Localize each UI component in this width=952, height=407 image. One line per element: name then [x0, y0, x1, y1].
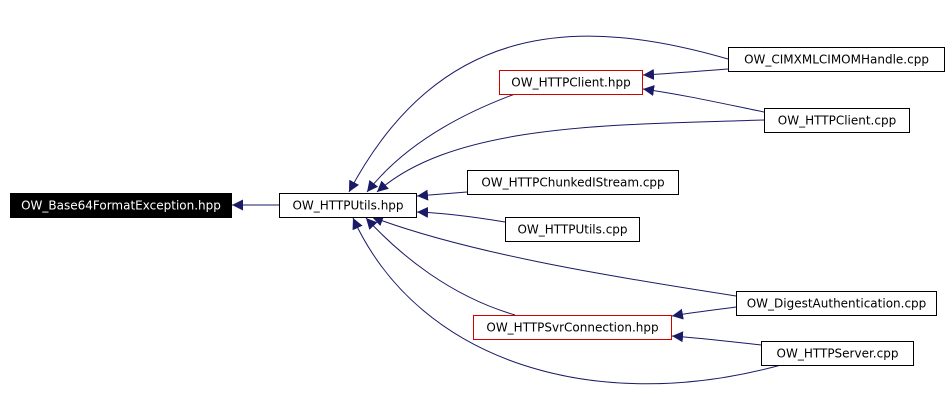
node-httputils-hpp[interactable]: OW_HTTPUtils.hpp [279, 193, 417, 218]
edge-chunked-to-httputils_hpp [416, 189, 468, 201]
node-label: OW_DigestAuthentication.cpp [747, 297, 927, 311]
edges-layer [232, 35, 782, 385]
node-httpclient-hpp[interactable]: OW_HTTPClient.hpp [499, 70, 643, 95]
node-digest[interactable]: OW_DigestAuthentication.cpp [736, 291, 937, 316]
node-httpserver[interactable]: OW_HTTPServer.cpp [761, 341, 914, 366]
edge-httpclient_cpp-to-httputils_hpp [376, 119, 765, 193]
node-box [467, 170, 679, 195]
node-label: OW_HTTPUtils.hpp [292, 199, 403, 213]
edge-httpclient_hpp-to-httputils_hpp [366, 93, 516, 193]
node-base64[interactable]: OW_Base64FormatException.hpp [10, 193, 232, 218]
node-label: OW_CIMXMLCIMOMHandle.cpp [744, 53, 929, 67]
edge-cimxml-to-httpclient_hpp [642, 68, 729, 80]
node-label: OW_Base64FormatException.hpp [21, 199, 221, 213]
node-label: OW_HTTPChunkedIStream.cpp [481, 176, 664, 190]
node-cimxml[interactable]: OW_CIMXMLCIMOMHandle.cpp [728, 47, 945, 72]
node-svrconn[interactable]: OW_HTTPSvrConnection.hpp [473, 315, 672, 340]
node-box [761, 341, 914, 366]
node-box [10, 193, 232, 218]
edge-cimxml-to-httputils_hpp [348, 35, 729, 193]
node-box [728, 47, 945, 72]
node-box [736, 291, 937, 316]
edge-digest-to-svrconn [671, 306, 737, 320]
edge-httpclient_cpp-to-httpclient_hpp [642, 85, 765, 113]
node-box [505, 217, 640, 242]
node-box [279, 193, 417, 218]
node-label: OW_HTTPServer.cpp [777, 347, 899, 361]
node-box [499, 70, 643, 95]
node-box [473, 315, 672, 340]
edge-httputils_cpp-to-httputils_hpp [416, 206, 506, 223]
node-httpclient-cpp[interactable]: OW_HTTPClient.cpp [764, 108, 910, 133]
node-label: OW_HTTPClient.hpp [511, 76, 630, 90]
edge-digest-to-httputils_hpp [371, 215, 737, 297]
node-label: OW_HTTPUtils.cpp [517, 223, 627, 237]
node-label: OW_HTTPClient.cpp [778, 114, 896, 128]
edge-httpserver-to-httputils_hpp [352, 217, 782, 385]
node-box [764, 108, 910, 133]
node-chunked[interactable]: OW_HTTPChunkedIStream.cpp [467, 170, 679, 195]
edge-httpserver-to-svrconn [671, 331, 762, 346]
node-label: OW_HTTPSvrConnection.hpp [486, 321, 658, 335]
node-httputils-cpp[interactable]: OW_HTTPUtils.cpp [505, 217, 640, 242]
edge-svrconn-to-httputils_hpp [365, 217, 516, 316]
